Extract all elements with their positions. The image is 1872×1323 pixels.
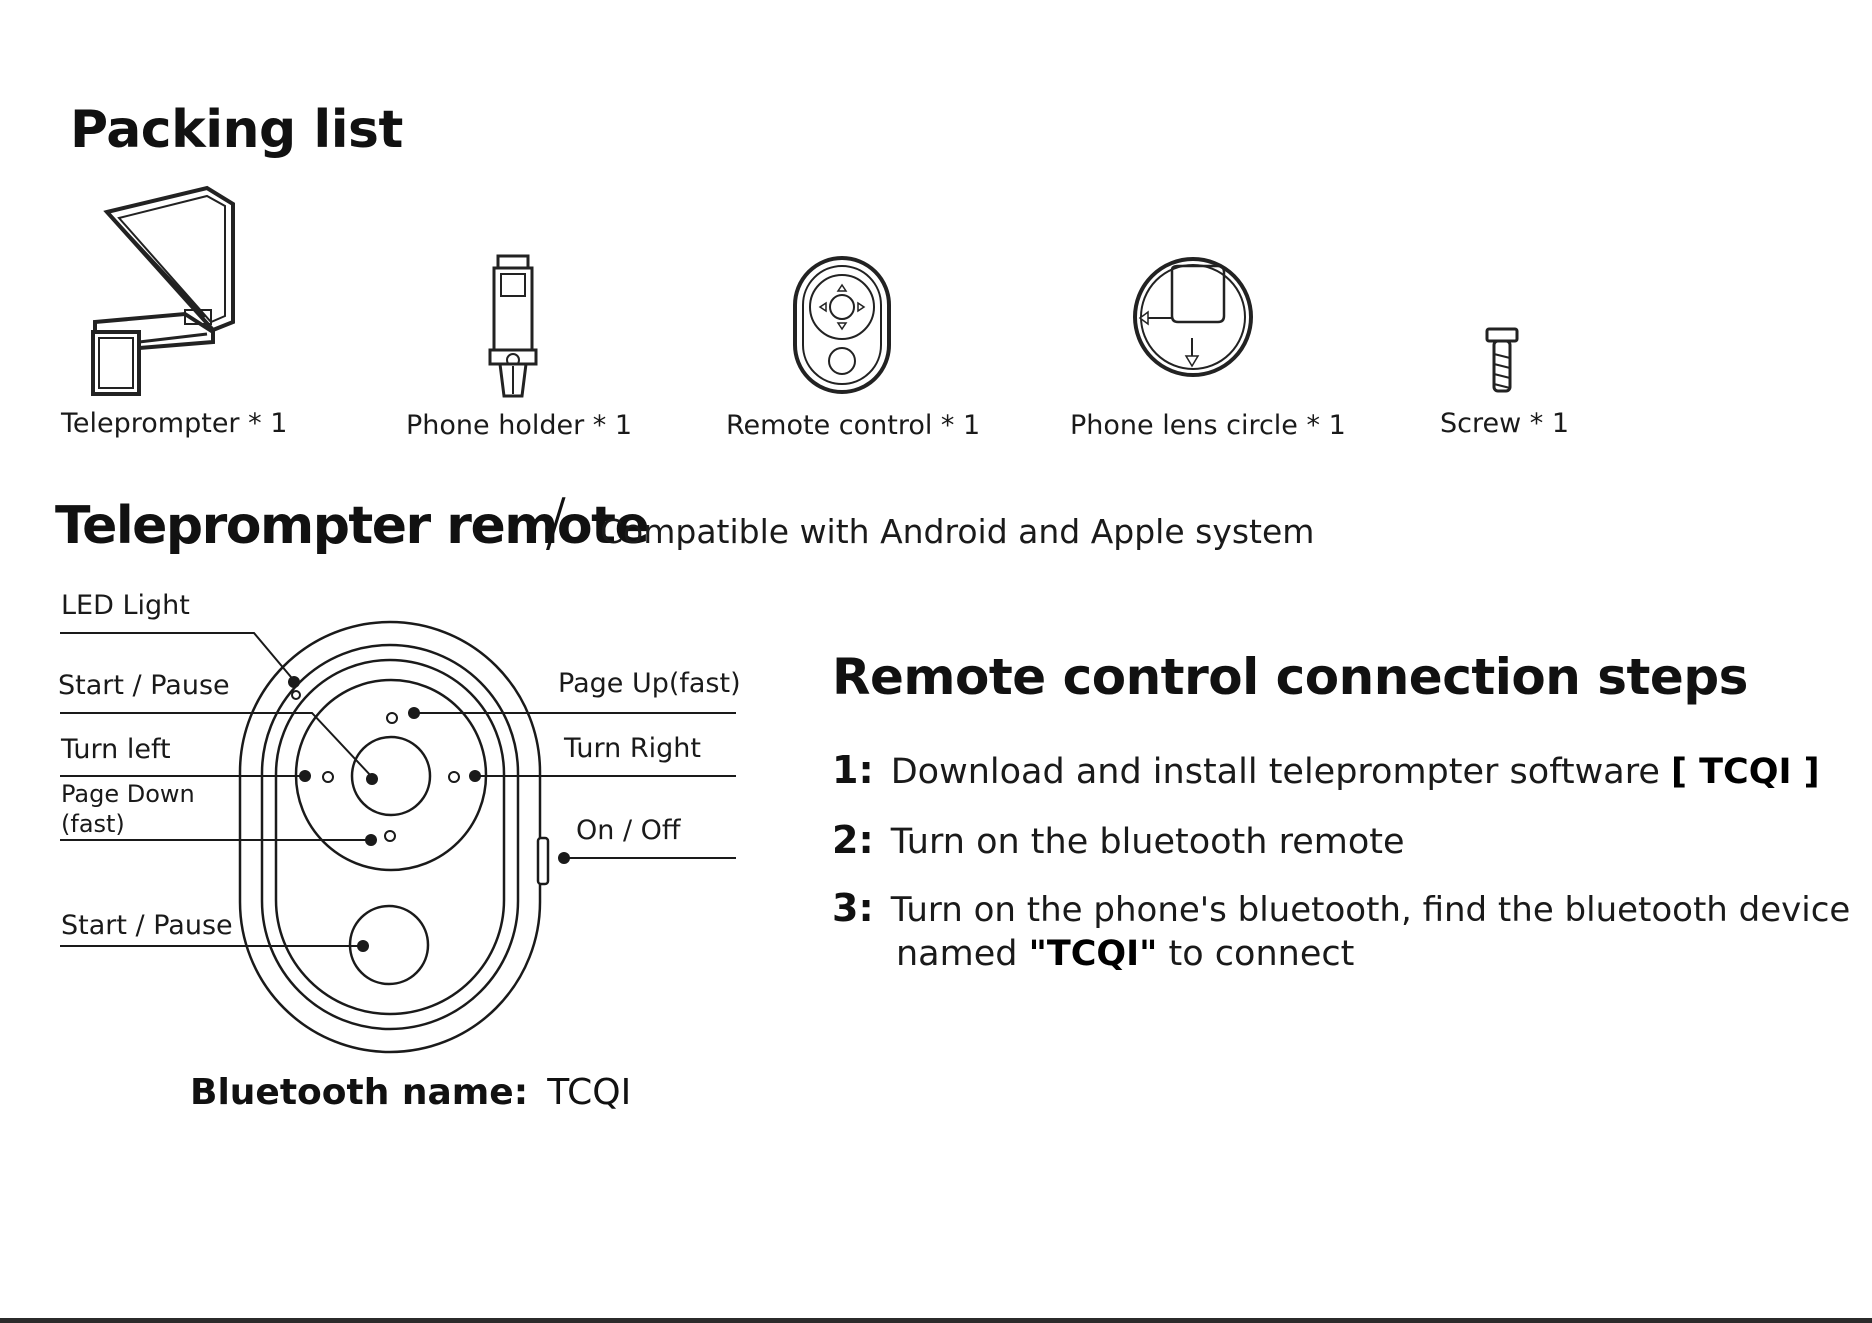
label-page-up: Page Up(fast) [558,668,741,699]
remote-subtitle: Compatible with Android and Apple system [600,512,1315,551]
step-text: Turn on the bluetooth remote [890,822,1405,862]
software-name: [ TCQI ] [1670,752,1820,792]
remote-diagram [60,620,736,1054]
step-number: 3: [832,886,874,930]
label-page-down: Page Down [61,780,195,808]
packing-item-label: Screw * 1 [1440,408,1570,439]
remote-control-icon [793,256,891,394]
steps-title: Remote control connection steps [832,648,1748,706]
step-1: 1: Download and install teleprompter sof… [832,748,1820,792]
title-separator: / [545,486,567,560]
step-3: 3: Turn on the phone's bluetooth, find t… [832,886,1850,930]
label-on-off: On / Off [576,815,681,846]
step-2: 2: Turn on the bluetooth remote [832,818,1405,862]
bottom-border [0,1318,1872,1323]
label-start-pause-top: Start / Pause [58,670,230,701]
label-start-pause-bottom: Start / Pause [61,910,233,941]
packing-item-label: Remote control * 1 [726,410,981,441]
remote-title: Teleprompter remote [55,496,650,556]
bluetooth-name: Bluetooth name: TCQI [190,1072,631,1113]
packing-list-title: Packing list [70,100,403,160]
packing-item-label: Teleprompter * 1 [61,408,288,439]
packing-item-label: Phone lens circle * 1 [1070,410,1346,441]
label-page-down-fast: (fast) [61,810,125,838]
phone-holder-icon [488,254,538,398]
device-name: "TCQI" [1028,934,1158,974]
step-3-continued: named "TCQI" to connect [896,934,1354,974]
bluetooth-name-label: Bluetooth name: [190,1072,529,1113]
label-turn-right: Turn Right [564,733,701,764]
step-number: 2: [832,818,874,862]
phone-lens-circle-icon [1133,257,1253,377]
step-text: Turn on the phone's bluetooth, find the … [890,890,1851,930]
label-turn-left: Turn left [61,734,171,765]
teleprompter-icon [91,185,235,396]
label-led-light: LED Light [61,590,190,621]
packing-item-label: Phone holder * 1 [406,410,633,441]
step-text: Download and install teleprompter softwa… [890,752,1671,792]
step-number: 1: [832,748,874,792]
step-text: to connect [1157,934,1355,974]
step-text: named [896,934,1029,974]
screw-icon [1485,327,1519,393]
bluetooth-name-value: TCQI [547,1072,632,1113]
